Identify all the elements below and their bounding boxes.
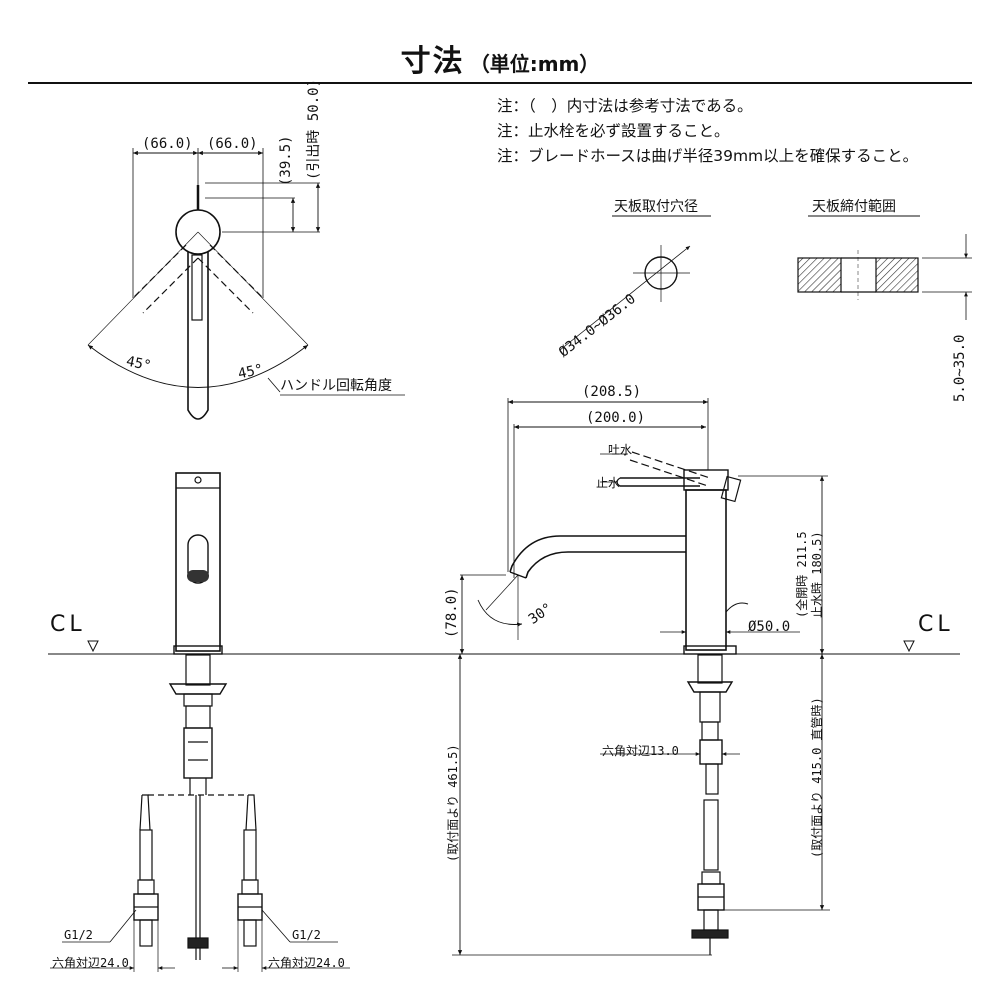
page-title: 寸法 （単位:mm） <box>0 36 1000 80</box>
counter-range-thickness: 5.0~35.0 <box>952 334 968 402</box>
spout-height: (78.0) <box>444 587 460 638</box>
note-3: 注：ブレードホースは曲げ半径39mm以上を確保すること。 <box>497 147 919 165</box>
g-left: G1/2 <box>64 928 93 942</box>
hex-left: 六角対辺24.0 <box>52 956 129 970</box>
spout-label: 吐水 <box>608 443 633 457</box>
note-2: 注：止水栓を必ず設置すること。 <box>497 122 730 140</box>
base-dia: Ø50.0 <box>748 619 791 635</box>
side-view <box>440 398 960 956</box>
handle-rotation-label: ハンドル回転角度 <box>280 378 392 394</box>
front-body <box>175 472 221 652</box>
title-main: 寸法 <box>400 44 465 79</box>
dim-200: (200.0) <box>586 410 646 426</box>
title-unit: （単位:mm） <box>469 52 600 76</box>
cl-left: CL <box>50 612 86 637</box>
counter-hole-diagram <box>559 215 711 351</box>
dim-50: (引出時 50.0) <box>306 78 322 180</box>
stop-label: 止水 <box>596 476 621 490</box>
hex-right: 六角対辺24.0 <box>268 956 345 970</box>
dim-66-right: (66.0) <box>207 136 258 152</box>
dim-415: (取付面より 415.0 直管時) <box>810 697 824 858</box>
side-spout <box>509 535 686 573</box>
dim-66-left: (66.0) <box>142 136 193 152</box>
dim-39-5: (39.5) <box>278 135 294 186</box>
counter-range-title: 天板締付範囲 <box>812 199 896 215</box>
dim-208-5: (208.5) <box>582 384 642 400</box>
counter-hole-title: 天板取付穴径 <box>614 199 698 215</box>
height-stop: 止水時 180.5) <box>810 531 824 618</box>
note-1: 注：（ ）内寸法は参考寸法である。 <box>497 97 753 115</box>
counter-range-diagram <box>797 215 972 320</box>
hex-13: 六角対辺13.0 <box>602 744 679 758</box>
dim-461-5: (取付面より 461.5) <box>446 744 460 862</box>
g-right: G1/2 <box>292 928 321 942</box>
cl-right: CL <box>918 612 954 637</box>
side-body <box>685 489 727 651</box>
front-view <box>48 472 440 972</box>
top-lever <box>187 252 209 420</box>
notes-block: 注：（ ）内寸法は参考寸法である。 注：止水栓を必ず設置すること。 注：ブレード… <box>497 94 918 169</box>
rotation-arc <box>87 344 309 388</box>
top-view <box>87 148 405 420</box>
